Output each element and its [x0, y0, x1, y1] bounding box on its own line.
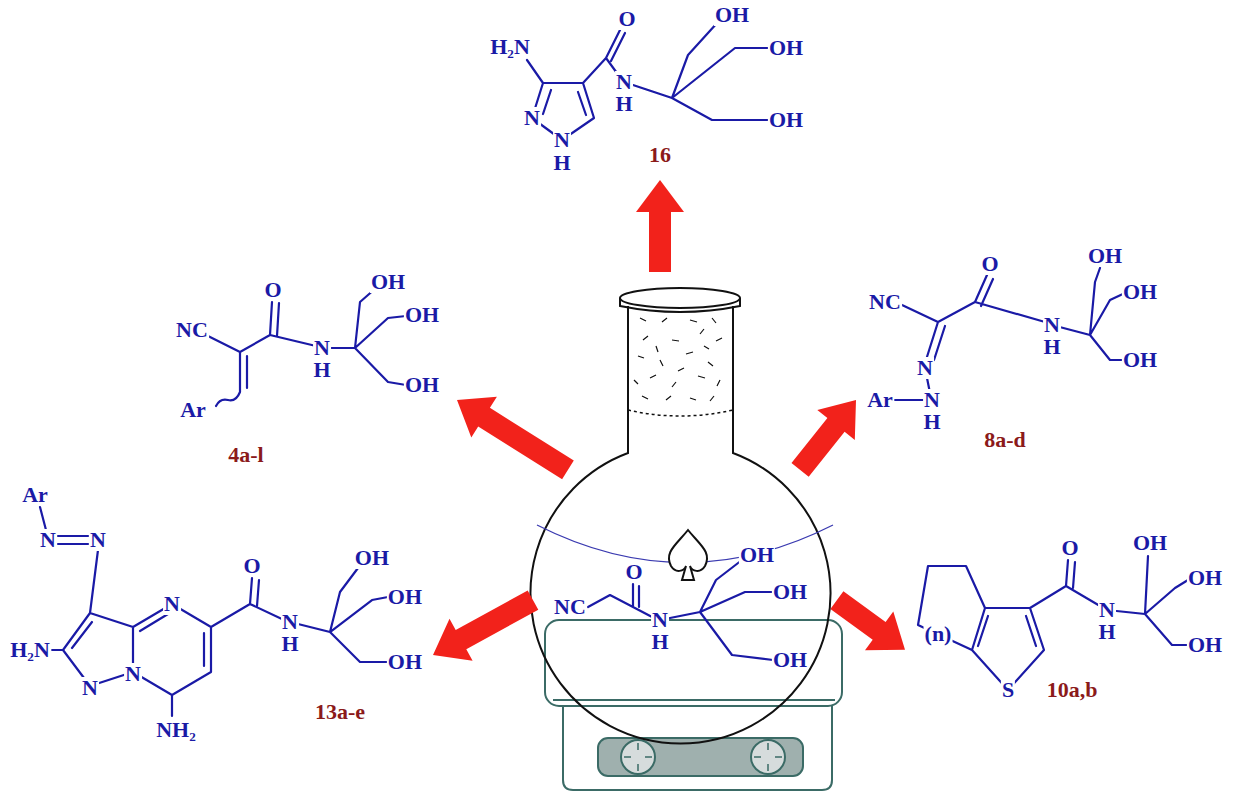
atom-label: O — [263, 279, 282, 301]
atom-label: N — [916, 357, 934, 379]
atom-label: O — [1060, 537, 1079, 559]
atom-label: OH — [404, 304, 440, 326]
compound-number: 10a,b — [1046, 679, 1099, 701]
atom-label: N — [313, 337, 331, 359]
knob-ticks — [624, 743, 652, 771]
hot-plate — [545, 620, 842, 790]
atom-label: N — [1043, 314, 1061, 336]
reaction-flask: O OH NC OH NH OH — [528, 285, 840, 745]
atom-label: S — [1001, 679, 1015, 701]
atom-label: NC — [868, 291, 902, 313]
atom-label: N — [124, 663, 142, 685]
compound-number: 16 — [648, 144, 672, 166]
compound-structure: O OH OH NH OH (n) S 10a,b — [905, 529, 1235, 705]
atom-label: OH — [1187, 567, 1223, 589]
knob-panel — [598, 738, 803, 776]
compound-number: 4a-l — [227, 444, 264, 466]
compound-structure: NC O OH OH NH OH Ar 4a-l — [170, 265, 457, 470]
atom-label: Ar — [21, 484, 49, 506]
atom-label: OH — [1087, 245, 1123, 267]
atom-label: O — [624, 561, 643, 583]
knob-ticks — [754, 743, 782, 771]
atom-label: H — [312, 359, 331, 381]
bonds-13a-e — [40, 507, 388, 716]
reaction-arrow — [433, 591, 538, 661]
atom-label: N — [163, 593, 181, 615]
stir-bar — [669, 530, 707, 580]
atom-label: N — [81, 677, 99, 699]
atom-label: OH — [387, 651, 423, 673]
bonds-4a-l — [208, 288, 406, 406]
knob — [751, 740, 785, 774]
atom-label: OH — [387, 586, 423, 608]
atom-label: Ar — [179, 399, 207, 421]
atom-label: N — [553, 129, 571, 151]
atom-label: N — [1098, 599, 1116, 621]
atom-label: N — [89, 529, 107, 551]
atom-label: H — [650, 631, 669, 653]
atom-label: OH — [370, 271, 406, 293]
atom-label: H₂N — [489, 36, 531, 58]
chemical-bonds — [40, 22, 1188, 716]
plate-body — [563, 706, 832, 790]
atom-label: N — [39, 529, 57, 551]
atom-label: N — [615, 71, 633, 93]
atom-label: Ar — [866, 389, 894, 411]
bonds-10a-b — [918, 556, 1188, 690]
atom-label: OH — [1122, 349, 1158, 371]
atom-label: O — [242, 555, 261, 577]
atom-label: OH — [772, 649, 808, 671]
plate-top — [545, 620, 842, 706]
atom-label: NC — [175, 319, 209, 341]
flask-outline — [531, 306, 831, 744]
round-bottom-flask — [531, 288, 834, 744]
compound-structure: H₂NOOHOHNHOHNNH16 — [478, 1, 812, 180]
atom-label: H — [280, 633, 299, 655]
atom-label: H — [1097, 621, 1116, 643]
bonds-8a-d — [895, 268, 1125, 400]
atom-label: OH — [354, 547, 390, 569]
atom-label: H₂N — [9, 639, 51, 661]
plate-edge — [553, 699, 835, 701]
atom-label: OH — [768, 37, 804, 59]
atom-label: N — [923, 389, 941, 411]
cotton-plug — [634, 318, 722, 401]
atom-label: O — [980, 253, 999, 275]
atom-label: OH — [772, 581, 808, 603]
atom-label: H — [552, 152, 571, 174]
atom-label: OH — [714, 4, 750, 26]
bonds-cyanoacetamide — [588, 560, 773, 660]
flask-rim — [620, 288, 740, 308]
atom-label: H — [922, 411, 941, 433]
atom-label: OH — [1187, 634, 1223, 656]
atom-label: OH — [404, 374, 440, 396]
atom-label: N — [523, 107, 541, 129]
atom-label: OH — [768, 109, 804, 131]
atom-label: NH₂ — [155, 719, 197, 741]
atom-label: OH — [1132, 532, 1168, 554]
atom-label: N — [281, 611, 299, 633]
atom-label: O — [617, 8, 636, 30]
reaction-arrow — [792, 400, 857, 477]
compound-structure: ArNNNOOHOHNHOHH₂NNNNH₂13a-e — [6, 475, 433, 750]
compound-number: 8a-d — [983, 429, 1027, 451]
atom-label: H — [614, 93, 633, 115]
atom-label: OH — [739, 544, 775, 566]
knob — [621, 740, 655, 774]
compound-number: 13a-e — [314, 701, 366, 723]
compound-structure: NCOOHOHNHOHNArNH8a-d — [856, 240, 1166, 455]
atom-label: H — [1042, 336, 1061, 358]
atom-label: (n) — [924, 623, 953, 645]
reaction-arrow — [830, 591, 905, 650]
bonds-16 — [527, 22, 770, 140]
reaction-arrow — [636, 180, 684, 272]
reaction-arrow — [457, 397, 574, 479]
atom-label: NC — [553, 596, 587, 618]
cotton-plug-edge — [628, 410, 733, 416]
atom-label: N — [651, 609, 669, 631]
atom-label: OH — [1122, 281, 1158, 303]
